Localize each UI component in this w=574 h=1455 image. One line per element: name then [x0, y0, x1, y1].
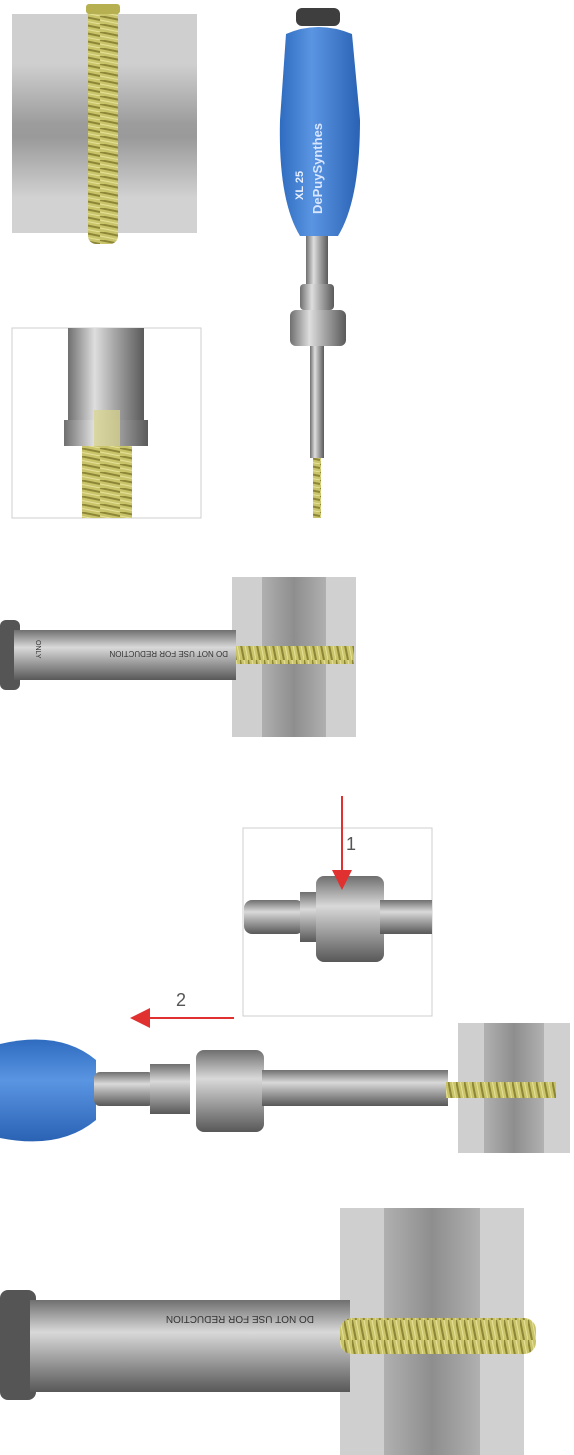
step-2-label: 2	[176, 990, 186, 1010]
driver-neck	[306, 236, 328, 284]
screw-horizontal	[236, 646, 354, 664]
handle-cap	[296, 8, 340, 26]
coupling-horizontal	[196, 1050, 264, 1132]
panel-release-detail: 1	[242, 796, 433, 1017]
panel-driver-insert: DO NOT USE FOR REDUCTION ONLY	[0, 577, 356, 737]
screwdriver-assembly: DePuySynthes XL 25	[279, 8, 360, 518]
panel-driver-removal	[0, 1023, 570, 1153]
screw-shaft	[82, 446, 132, 518]
blue-handle	[279, 27, 360, 236]
arrow-2-group: 2	[130, 990, 234, 1028]
handle-brand-text: DePuySynthes	[310, 123, 325, 214]
panel-closeup: DO NOT USE FOR REDUCTION	[0, 1208, 536, 1455]
panel-detail-connection	[11, 327, 202, 519]
panel-screw-in-bone	[12, 4, 197, 244]
step-1-label: 1	[346, 834, 356, 854]
driver-screw	[313, 458, 321, 518]
screw	[88, 6, 118, 244]
blue-handle-horizontal	[0, 1039, 96, 1142]
coupling-sleeve	[316, 876, 384, 962]
quick-coupling	[290, 310, 346, 346]
shaft-small-text: ONLY	[34, 640, 41, 659]
screw-closeup	[340, 1318, 536, 1354]
closeup-warning-text: DO NOT USE FOR REDUCTION	[166, 1313, 314, 1324]
driver-shaft-horizontal	[14, 630, 236, 680]
shaft-warning-text: DO NOT USE FOR REDUCTION	[109, 649, 228, 658]
driver-closeup	[30, 1300, 350, 1392]
handle-model-text: XL 25	[294, 171, 306, 200]
driver-shaft	[310, 346, 324, 458]
